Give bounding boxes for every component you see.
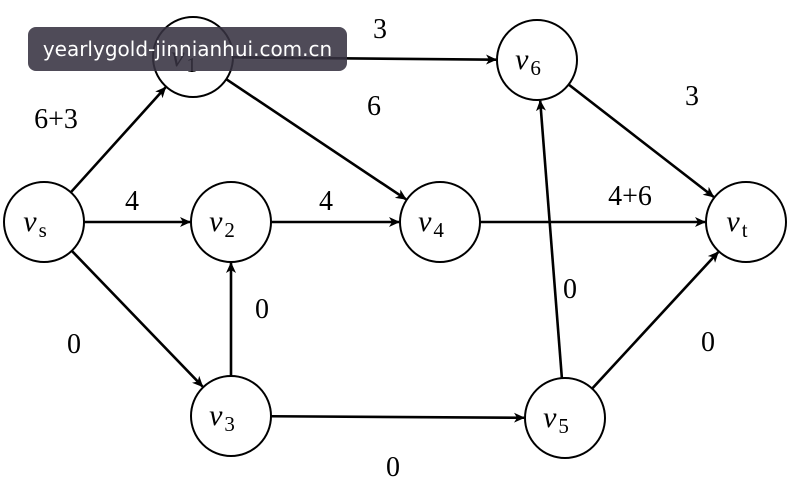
node-circle-v6 [496,19,578,101]
edge-v1-v4 [225,78,407,201]
node-label-subscript: s [39,218,47,242]
node-label-base: v [418,205,432,238]
node-label-base: v [209,399,223,432]
node-v4: v4 [399,181,481,263]
node-v6: v6 [496,19,578,101]
node-circle-vt [705,181,787,263]
node-label-v4: v4 [418,205,444,242]
edge-v5-vt [591,251,720,390]
node-label-v2: v2 [209,205,235,242]
node-label-subscript: 6 [530,56,541,80]
node-label-base: v [515,43,529,76]
edge-label-vs-v3: 0 [67,329,81,360]
edge-label-v5-v6: 0 [563,274,577,305]
edge-label-v2-v4: 4 [319,186,333,217]
edge-label-v1-v4: 6 [367,91,381,122]
node-label-base: v [543,401,557,434]
node-v5: v5 [524,377,606,459]
node-label-base: v [23,205,37,238]
edge-label-v3-v2: 0 [255,294,269,325]
node-label-subscript: 2 [224,218,235,242]
edge-label-v1-v6: 3 [373,14,387,45]
node-circle-vs [3,181,85,263]
edge-vs-v3 [70,249,204,388]
edge-v6-vt [567,83,715,198]
node-label-vs: vs [23,205,47,242]
node-v2: v2 [190,181,272,263]
node-vt: vt [705,181,787,263]
node-circle-v4 [399,181,481,263]
edge-label-v6-vt: 3 [685,81,699,112]
node-label-base: v [726,205,740,238]
node-circle-v5 [524,377,606,459]
node-label-subscript: t [742,218,748,242]
edge-label-v4-vt: 4+6 [608,181,652,212]
node-label-v3: v3 [209,399,235,436]
node-label-vt: vt [726,205,747,242]
node-label-base: v [209,205,223,238]
watermark-banner: yearlygold-jinnianhui.com.cn [28,27,347,71]
node-label-subscript: 4 [433,218,444,242]
node-label-v5: v5 [543,401,569,438]
edge-label-vs-v1: 6+3 [34,104,78,135]
node-label-subscript: 5 [558,414,569,438]
edge-label-v3-v5: 0 [386,452,400,483]
edge-label-v5-vt: 0 [701,327,715,358]
node-vs: vs [3,181,85,263]
edge-label-vs-v2: 4 [125,186,139,217]
edge-v5-v6 [535,99,564,379]
edge-vs-v1 [69,86,167,194]
node-v3: v3 [190,375,272,457]
node-label-subscript: 3 [224,412,235,436]
node-circle-v2 [190,181,272,263]
node-circle-v3 [190,375,272,457]
node-label-v6: v6 [515,43,541,80]
edge-v3-v5 [270,412,526,423]
